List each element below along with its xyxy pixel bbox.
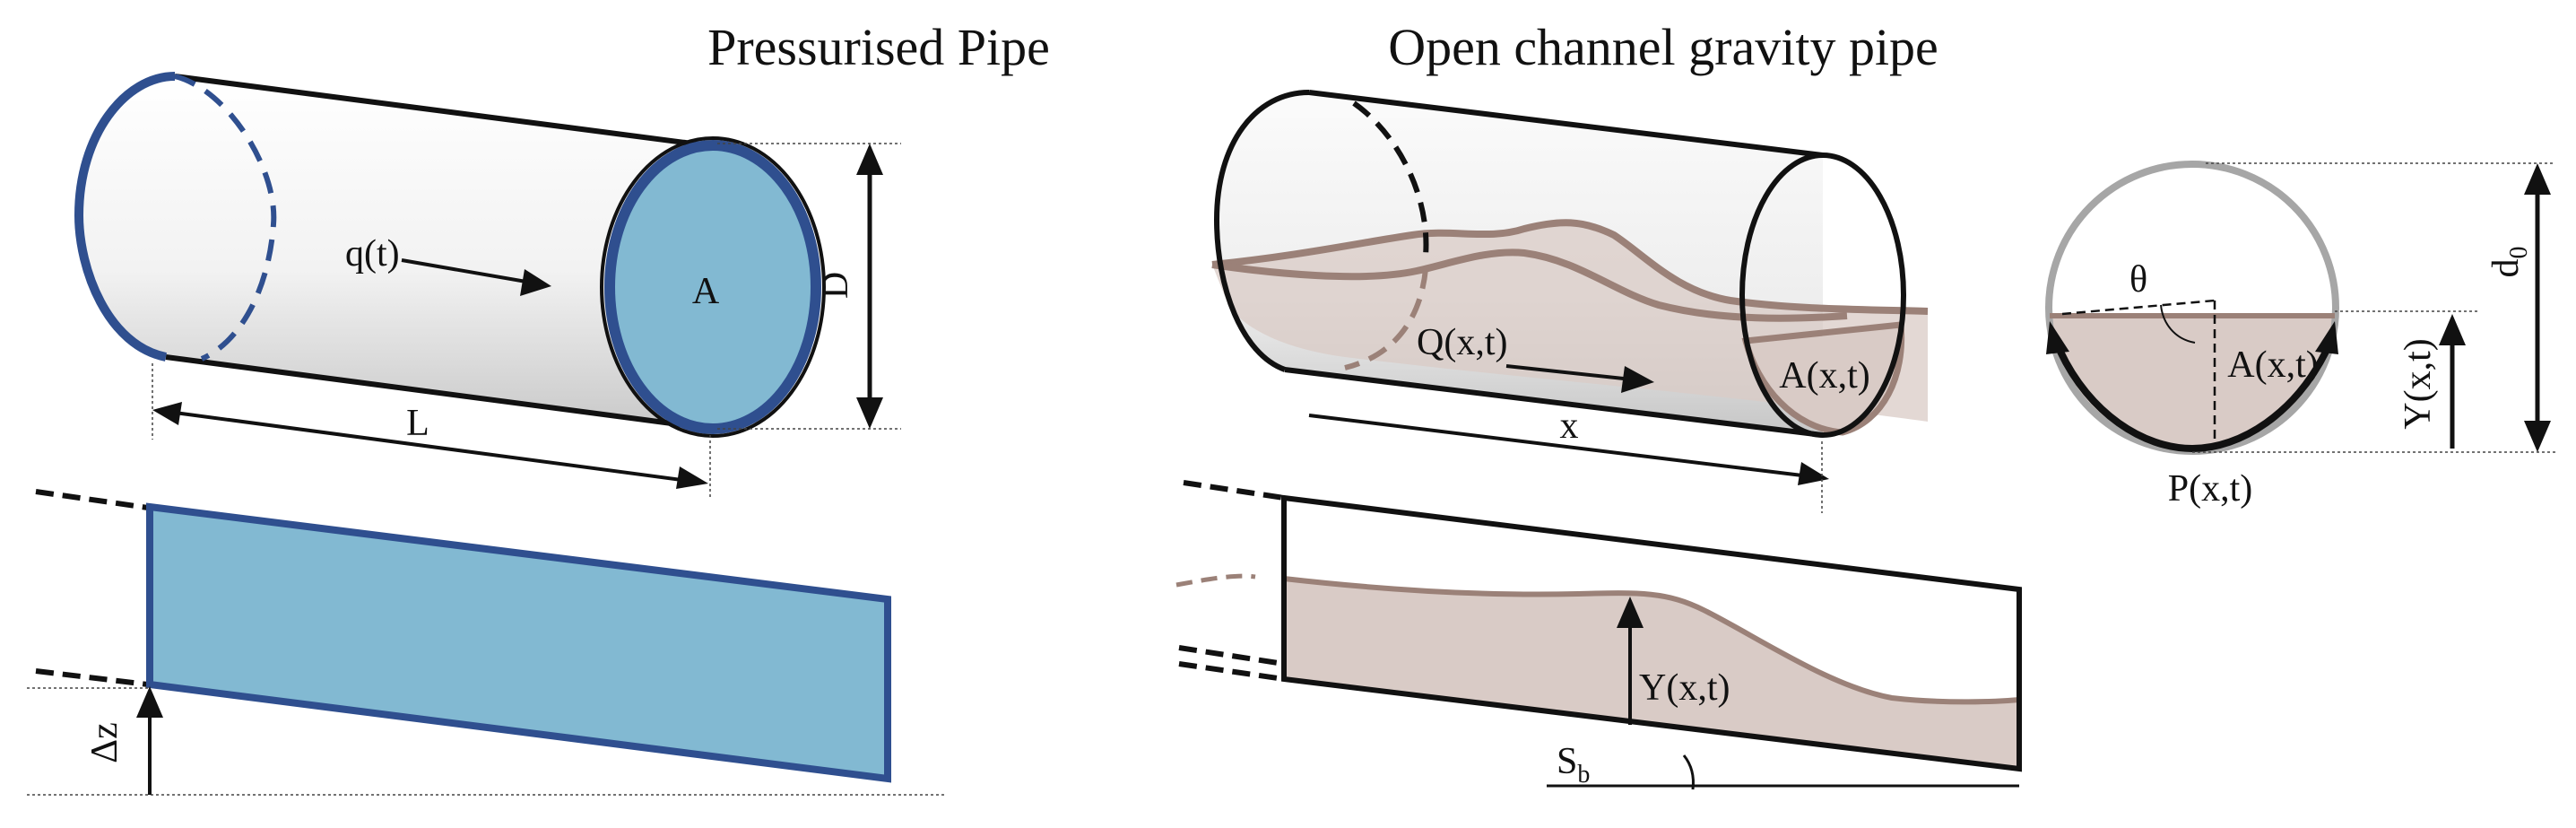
open-profile-pipe-outline	[1281, 494, 2022, 772]
pressurised-title: Pressurised Pipe	[707, 18, 1050, 76]
gravity-pipe-top-edge	[1308, 90, 1824, 158]
gravity-hidden-rim-top	[1352, 100, 1429, 257]
perimeter-label: P(x,t)	[2168, 468, 2253, 510]
pipe-back-rim	[74, 72, 176, 362]
pipe-bottom-edge	[165, 354, 714, 431]
open-profile-upstream-water-dash	[1175, 573, 1256, 588]
gravity-pipe-back-rim	[1213, 90, 1310, 372]
length-arrowhead-right	[676, 466, 708, 489]
gravity-flow-arrow	[1505, 364, 1633, 381]
profile-upstream-top-dash	[35, 489, 149, 510]
gravity-area-label: A(x,t)	[1779, 355, 1869, 397]
diameter-label: D	[815, 272, 856, 299]
flow-label: q(t)	[345, 233, 400, 275]
elevation-label: Δz	[84, 722, 126, 763]
area-label: A	[692, 271, 720, 312]
angle-arc	[2160, 304, 2196, 344]
angle-radius-line	[2061, 299, 2216, 316]
perimeter-arrowhead-left	[2046, 321, 2069, 354]
pressurised-pipe-body	[79, 76, 713, 429]
angle-label: θ	[2129, 259, 2147, 301]
pipe-hidden-rim	[174, 74, 277, 362]
slope-symbol: S	[1557, 741, 1577, 782]
gravity-hidden-rim-water	[1344, 268, 1428, 370]
gravity-pipe-bottom-edge	[1284, 367, 1824, 438]
open-profile-water-surface	[1283, 576, 2020, 705]
perimeter-arrowhead-right	[2315, 321, 2338, 354]
diameter-arrowhead-top	[856, 144, 883, 175]
flow-arrowhead	[520, 269, 551, 296]
cross-section-wetted-area	[2050, 316, 2335, 453]
gravity-flow-label: Q(x,t)	[1417, 322, 1507, 363]
x-dimension-line	[1308, 414, 1803, 477]
depth-arrowhead	[1617, 597, 1644, 628]
length-label: L	[406, 403, 429, 444]
x-arrowhead	[1798, 462, 1829, 485]
d0-symbol: d	[2485, 259, 2527, 278]
depth-label: Y(x,t)	[1639, 667, 1730, 709]
d0-subscript: 0	[2505, 247, 2533, 259]
length-dimension-line	[160, 409, 696, 484]
d0-arrowhead-bottom	[2524, 421, 2551, 452]
diameter-arrowhead-bottom	[856, 397, 883, 429]
elevation-arrowhead	[136, 686, 163, 718]
x-label: x	[1560, 405, 1579, 447]
gravity-flow-arrowhead	[1621, 366, 1654, 393]
slope-angle-arc	[1682, 754, 1695, 790]
cross-section-depth-label: Y(x,t)	[2398, 338, 2439, 429]
cross-section-depth-arrowhead	[2439, 314, 2466, 345]
d0-label: d0	[2485, 247, 2533, 278]
pipe-front-outline	[600, 136, 826, 438]
profile-upstream-bottom-dash	[35, 668, 149, 687]
water-surface-back-edge	[1211, 219, 1929, 315]
pipe-top-edge	[174, 74, 714, 149]
water-surface-front-edge	[1211, 248, 1848, 322]
open-profile-upstream-bottom-dash	[1178, 645, 1285, 667]
open-profile-water	[1284, 579, 2019, 769]
open-profile-upstream-bed-dash	[1178, 661, 1285, 682]
slope-subscript: b	[1577, 761, 1590, 789]
gravity-pipe-front-rim	[1739, 153, 1906, 438]
wetted-perimeter-arc	[2057, 350, 2329, 453]
pressurised-profile	[146, 502, 891, 783]
slope-label: Sb	[1557, 741, 1590, 789]
length-arrowhead-left	[152, 402, 182, 425]
gravity-title: Open channel gravity pipe	[1388, 18, 1939, 76]
cross-section-area-label: A(x,t)	[2227, 344, 2318, 386]
open-profile-upstream-top-dash	[1183, 480, 1285, 501]
pipe-cross-section-face	[604, 140, 821, 434]
d0-arrowhead-top	[2524, 163, 2551, 195]
